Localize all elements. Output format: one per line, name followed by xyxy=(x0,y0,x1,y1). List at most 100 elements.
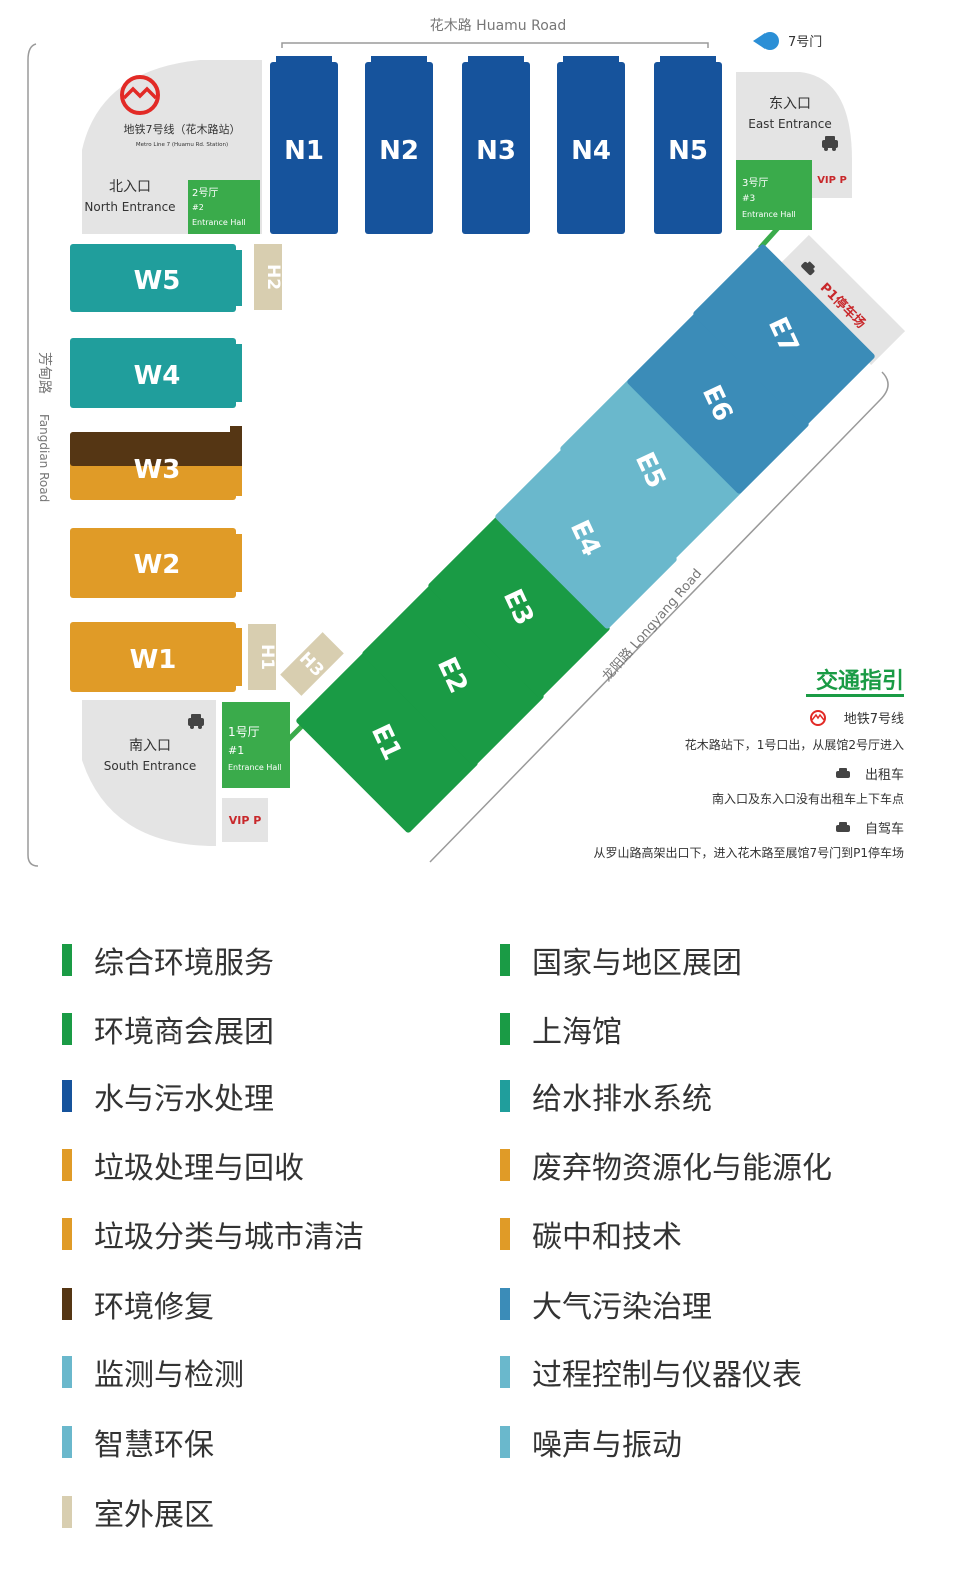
entrance-hall-1-cn: 1号厅 xyxy=(228,725,260,739)
traffic-metro-desc: 花木路站下，1号口出，从展馆2号厅进入 xyxy=(685,737,904,752)
legend-item: 大气污染治理 xyxy=(500,1284,712,1325)
legend-label: 噪声与振动 xyxy=(532,1428,682,1463)
legend-label: 碳中和技术 xyxy=(532,1220,682,1255)
legend-item: 国家与地区展团 xyxy=(500,940,742,981)
metro-logo-icon xyxy=(120,75,160,115)
taxi-icon xyxy=(822,136,838,151)
legend-label: 水与污水处理 xyxy=(94,1082,274,1117)
hall-w4-label: W4 xyxy=(134,361,181,391)
legend-label: 智慧环保 xyxy=(94,1428,214,1463)
hall-n1-label: N1 xyxy=(284,136,324,166)
legend-swatch xyxy=(62,1426,72,1458)
traffic-guide-title: 交通指引 xyxy=(816,668,904,694)
hall-w1[interactable] xyxy=(70,622,236,692)
hall-e6[interactable]: E6 xyxy=(626,311,810,495)
west-halls: W5 W4 W3 W2 W1 xyxy=(70,244,242,692)
legend-swatch xyxy=(500,1080,510,1112)
east-entrance-cn: 东入口 xyxy=(769,96,811,112)
gate7-label: 7号门 xyxy=(788,35,822,50)
traffic-guide-underline xyxy=(806,694,904,697)
hall-n3[interactable] xyxy=(462,62,530,234)
hall-n1[interactable] xyxy=(270,62,338,234)
legend-label: 上海馆 xyxy=(532,1015,622,1050)
legend-item: 环境商会展团 xyxy=(62,1009,274,1050)
hall-w1-label: W1 xyxy=(130,645,177,675)
hall-e2[interactable]: E2 xyxy=(361,583,545,767)
fangdian-road-cn: 芳甸路 xyxy=(36,352,53,394)
legend-swatch xyxy=(500,1288,510,1320)
hall-w4[interactable] xyxy=(70,338,236,408)
legend-item: 室外展区 xyxy=(62,1492,214,1533)
entrance-hall-1 xyxy=(222,702,290,788)
outdoor-h2-label: H2 xyxy=(263,264,283,290)
legend-label: 给水排水系统 xyxy=(532,1082,712,1117)
legend-swatch xyxy=(62,1218,72,1250)
entrance-hall-2-en: Entrance Hall xyxy=(192,218,246,227)
legend-item: 水与污水处理 xyxy=(62,1076,274,1117)
hall-w2[interactable] xyxy=(70,528,236,598)
traffic-metro-label: 地铁7号线 xyxy=(844,712,904,727)
legend-swatch xyxy=(500,944,510,976)
legend-swatch xyxy=(500,1356,510,1388)
hall-w5[interactable] xyxy=(70,244,236,312)
longyang-road-line xyxy=(429,371,889,863)
hall-n3-label: N3 xyxy=(476,136,516,166)
traffic-car-label: 自驾车 xyxy=(865,821,904,837)
hall-e5[interactable]: E5 xyxy=(559,378,743,562)
legend-swatch xyxy=(62,1288,72,1320)
legend-item: 碳中和技术 xyxy=(500,1214,682,1255)
legend-swatch xyxy=(62,944,72,976)
north-entrance-en: North Entrance xyxy=(84,200,175,214)
metro-station-en: Metro Line 7 (Huamu Rd. Station) xyxy=(136,142,228,148)
entrance-hall-3 xyxy=(736,160,812,230)
legend-label: 综合环境服务 xyxy=(94,946,274,981)
legend-label: 室外展区 xyxy=(94,1498,214,1533)
entrance-hall-3-cn: 3号厅 xyxy=(742,177,768,189)
hall-n2[interactable] xyxy=(365,62,433,234)
hall-e4[interactable]: E4 xyxy=(494,446,678,630)
legend-label: 大气污染治理 xyxy=(532,1290,712,1325)
legend-item: 给水排水系统 xyxy=(500,1076,712,1117)
metro-small-icon xyxy=(810,710,826,726)
gate7-marker: 7号门 xyxy=(753,32,822,50)
legend-swatch xyxy=(62,1496,72,1528)
outdoor-h1[interactable] xyxy=(248,624,276,690)
vip-parking-south xyxy=(222,798,268,842)
entrance-hall-1-en: Entrance Hall xyxy=(228,763,282,772)
traffic-guide: 交通指引 地铁7号线 花木路站下，1号口出，从展馆2号厅进入 出租车 南入口及东… xyxy=(593,668,904,860)
legend-item: 废弃物资源化与能源化 xyxy=(500,1145,832,1186)
legend-swatch xyxy=(500,1013,510,1045)
north-entrance-cn: 北入口 xyxy=(109,179,151,195)
south-entrance-cn: 南入口 xyxy=(129,738,171,754)
legend-label: 垃圾分类与城市清洁 xyxy=(94,1220,364,1255)
hall-e3[interactable]: E3 xyxy=(427,515,611,699)
hall-n5[interactable] xyxy=(654,62,722,234)
legend-item: 垃圾分类与城市清洁 xyxy=(62,1214,364,1255)
legend-label: 过程控制与仪器仪表 xyxy=(532,1358,802,1393)
legend-label: 监测与检测 xyxy=(94,1358,244,1393)
east-halls: E1 E2 E3 E4 E5 E6 E7 xyxy=(295,243,876,834)
gate7-arrow-icon xyxy=(761,32,779,50)
taxi-icon-south xyxy=(188,714,204,729)
huamu-road-label: 花木路 Huamu Road xyxy=(430,18,567,34)
hall-w3-label: W3 xyxy=(134,455,181,485)
car-icon xyxy=(801,261,815,276)
taxi-small-icon xyxy=(836,768,850,778)
traffic-taxi-label: 出租车 xyxy=(865,767,904,783)
legend-label: 垃圾处理与回收 xyxy=(94,1151,304,1186)
entrance-hall-2-cn: 2号厅 xyxy=(192,187,218,199)
east-entrance-en: East Entrance xyxy=(748,117,831,131)
vip-parking-east xyxy=(814,164,850,196)
outdoor-h2[interactable] xyxy=(254,244,282,310)
hall-e7[interactable]: E7 xyxy=(692,243,876,427)
north-halls: N1 N2 N3 N4 N5 xyxy=(270,56,722,234)
legend-item: 监测与检测 xyxy=(62,1352,244,1393)
hall-n4-label: N4 xyxy=(571,136,611,166)
venue-map: 花木路 Huamu Road 7号门 地铁7号线（花木路站） Metro Lin… xyxy=(27,18,906,867)
south-entrance-en: South Entrance xyxy=(104,759,196,773)
entrance-hall-3-num: #3 xyxy=(742,194,755,204)
hall-e1[interactable]: E1 xyxy=(295,650,479,834)
legend-label: 环境修复 xyxy=(94,1290,214,1325)
legend-item: 垃圾处理与回收 xyxy=(62,1145,304,1186)
hall-n4[interactable] xyxy=(557,62,625,234)
